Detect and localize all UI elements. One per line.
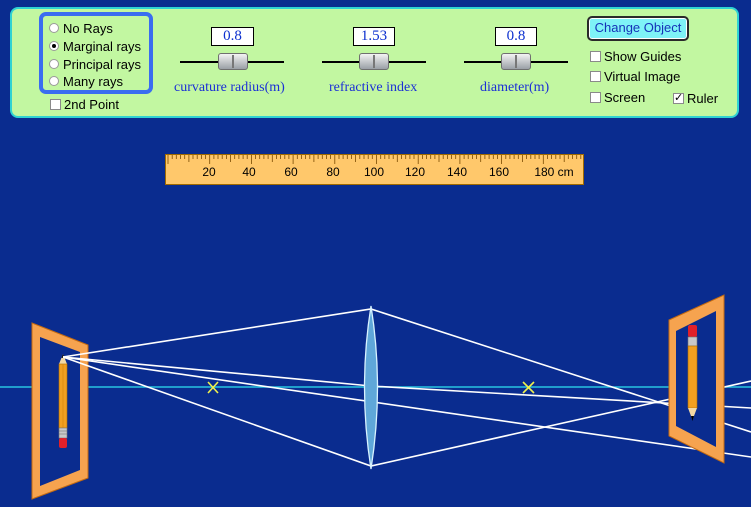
checkbox-box[interactable] [590, 91, 601, 103]
checkbox-show-guides[interactable]: Show Guides [590, 47, 681, 65]
ruler-tick-label: 40 [242, 165, 256, 179]
ruler-tick-label: 100 [364, 165, 384, 179]
ruler-scale: 20 40 60 80 100 120 140 160 180 cm [167, 155, 582, 179]
refractive-index-value: 1.53 [353, 27, 395, 46]
curvature-radius-value: 0.8 [211, 27, 254, 46]
image-pencil-icon [687, 325, 698, 421]
checkbox-box[interactable]: ✓ [673, 91, 684, 104]
checkbox-box[interactable] [590, 70, 601, 82]
curvature-radius-label: curvature radius(m) [174, 80, 285, 95]
checkbox-virtual-image[interactable]: Virtual Image [590, 67, 680, 85]
checkbox-screen[interactable]: Screen [590, 88, 645, 106]
refractive-index-thumb[interactable] [359, 53, 389, 70]
checkbox-2nd-point[interactable]: 2nd Point [50, 95, 119, 113]
ruler-tick-label: 80 [326, 165, 340, 179]
checkbox-label: Virtual Image [604, 68, 681, 84]
ruler-tick-label: 120 [405, 165, 425, 179]
radio-label: Marginal rays [63, 38, 142, 54]
radio-label: Principal rays [63, 56, 142, 72]
radio-no-rays[interactable]: No Rays [49, 19, 113, 37]
radio-button[interactable] [49, 76, 59, 86]
radio-button[interactable] [49, 41, 59, 51]
checkbox-label: Ruler [687, 90, 719, 106]
radio-many-rays[interactable]: Many rays [49, 72, 123, 90]
checkbox-box[interactable] [590, 50, 601, 62]
diameter-label: diameter(m) [480, 80, 550, 95]
ruler-tick-label: 160 [489, 165, 509, 179]
convex-lens[interactable] [363, 305, 379, 470]
focal-point-left-icon [207, 381, 219, 394]
checkbox-box[interactable] [50, 98, 61, 110]
radio-label: Many rays [63, 73, 123, 89]
ruler-tick-label: 20 [202, 165, 216, 179]
radio-button[interactable] [49, 23, 59, 33]
focal-point-right-icon [522, 381, 535, 394]
checkbox-label: 2nd Point [64, 96, 119, 112]
checkbox-ruler[interactable]: ✓ Ruler [673, 89, 718, 107]
diameter-value: 0.8 [495, 27, 537, 46]
radio-label: No Rays [63, 20, 113, 36]
ray-mode-group [39, 12, 153, 94]
radio-marginal-rays[interactable]: Marginal rays [49, 37, 141, 55]
change-object-button[interactable]: Change Object [587, 16, 689, 41]
radio-button[interactable] [49, 59, 59, 69]
ruler[interactable]: 20 40 60 80 100 120 140 160 180 cm [165, 154, 584, 185]
curvature-radius-thumb[interactable] [218, 53, 248, 70]
refractive-index-label: refractive index [329, 80, 418, 95]
ruler-tick-label: 60 [284, 165, 298, 179]
checkbox-label: Show Guides [604, 48, 682, 64]
radio-principal-rays[interactable]: Principal rays [49, 55, 141, 73]
checkbox-label: Screen [604, 89, 646, 105]
diameter-thumb[interactable] [501, 53, 531, 70]
ruler-tick-label: 180 cm [534, 165, 573, 179]
ruler-tick-label: 140 [447, 165, 467, 179]
object-pencil-icon[interactable] [58, 354, 68, 448]
